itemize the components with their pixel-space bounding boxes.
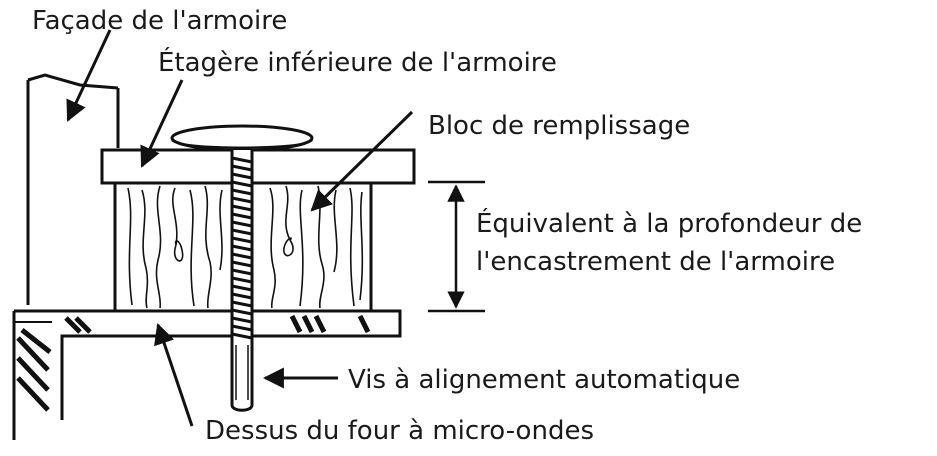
arrow-filler-block [310,110,414,212]
label-depth: Équivalent à la profondeur de l'encastre… [476,206,862,281]
microwave-top [12,309,402,440]
arrow-oven-top [154,323,194,427]
label-depth-line1: Équivalent à la profondeur de [476,209,863,239]
label-screw: Vis à alignement automatique [348,365,741,395]
self-aligning-screw [170,124,314,412]
cabinet-front-panel [26,73,120,305]
label-bottom-shelf: Étagère inférieure de l'armoire [158,48,557,78]
label-filler-block: Bloc de remplissage [428,111,691,141]
arrow-cabinet-front [66,29,112,122]
label-depth-line2: l'encastrement de l'armoire [476,246,836,277]
depth-dimension [428,180,485,313]
arrow-bottom-shelf [140,79,184,168]
label-oven-top: Dessus du four à micro-ondes [205,416,594,446]
label-cabinet-front: Façade de l'armoire [32,6,288,36]
leader-arrows [66,29,414,427]
cabinet-bottom-shelf [100,148,416,185]
